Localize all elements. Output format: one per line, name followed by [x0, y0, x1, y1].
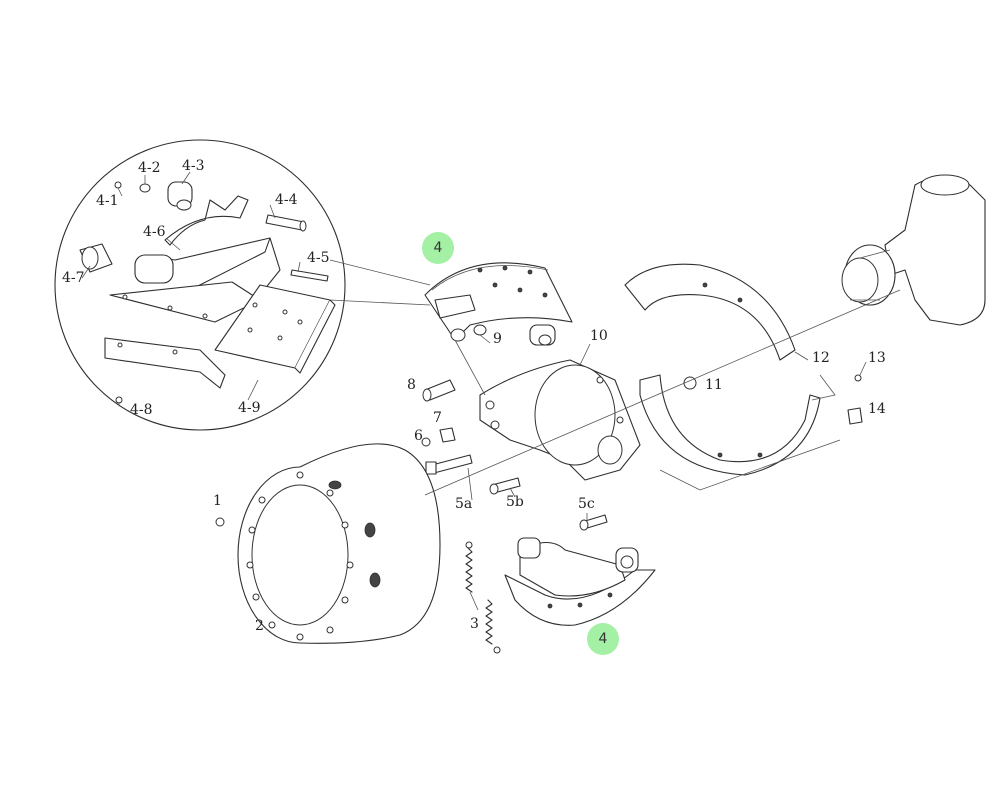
nut-6	[421, 437, 431, 447]
detail-linings	[104, 284, 336, 389]
label-4-5: 4-5	[307, 250, 330, 266]
label-4-1: 4-1	[96, 193, 119, 209]
anchor-bracket	[479, 359, 641, 481]
label-9: 9	[493, 331, 502, 347]
label-5a: 5a	[455, 496, 472, 512]
label-2: 2	[255, 618, 264, 634]
label-4-7: 4-7	[62, 270, 85, 286]
brake-drum	[237, 443, 441, 644]
bolt-1	[215, 517, 225, 527]
highlight-badge-upper-label: 4	[434, 240, 443, 256]
label-4-8: 4-8	[130, 402, 153, 418]
pin-4-4	[265, 214, 307, 232]
label-7: 7	[433, 410, 442, 426]
highlight-badge-lower[interactable]: 4	[587, 623, 619, 655]
ring-9	[450, 324, 491, 344]
detail-shoe	[109, 195, 281, 323]
clip-14	[847, 407, 863, 425]
assembly-center-lines	[424, 289, 901, 496]
pin-8	[422, 379, 456, 402]
label-1: 1	[213, 493, 222, 509]
steering-knuckle	[841, 174, 986, 326]
return-spring	[465, 541, 501, 654]
highlight-badge-upper[interactable]: 4	[422, 232, 454, 264]
label-4-6: 4-6	[143, 224, 166, 240]
dust-shield	[624, 263, 821, 476]
leader-lines	[81, 171, 867, 611]
label-4-4: 4-4	[275, 192, 298, 208]
detail-small-parts	[79, 181, 329, 404]
label-12: 12	[812, 350, 830, 366]
label-10: 10	[590, 328, 608, 344]
bolt-5c	[579, 514, 608, 531]
bushing-4-7	[79, 243, 113, 273]
label-4-9: 4-9	[238, 400, 261, 416]
bracket-7	[439, 427, 456, 443]
label-5b: 5b	[506, 494, 524, 510]
pin-4-5	[290, 269, 329, 282]
bolt-5a	[425, 454, 473, 475]
highlight-badge-lower-label: 4	[599, 631, 608, 647]
label-13: 13	[868, 350, 886, 366]
lower-brake-shoe	[504, 537, 656, 626]
detail-view-circle	[54, 139, 431, 431]
label-14: 14	[868, 401, 886, 417]
label-5c: 5c	[578, 496, 595, 512]
label-8: 8	[407, 377, 416, 393]
label-6: 6	[414, 428, 423, 444]
label-4-3: 4-3	[182, 158, 205, 174]
bolt-5b	[489, 477, 521, 495]
part-labels: 4-1 4-2 4-3 4-4 4-5 4-6 4-7 4-8 4-9 1 2 …	[62, 158, 886, 634]
label-11: 11	[705, 377, 723, 393]
label-3: 3	[470, 616, 479, 632]
label-4-2: 4-2	[138, 160, 161, 176]
upper-brake-shoe	[424, 262, 573, 346]
bolt-13	[854, 374, 862, 382]
